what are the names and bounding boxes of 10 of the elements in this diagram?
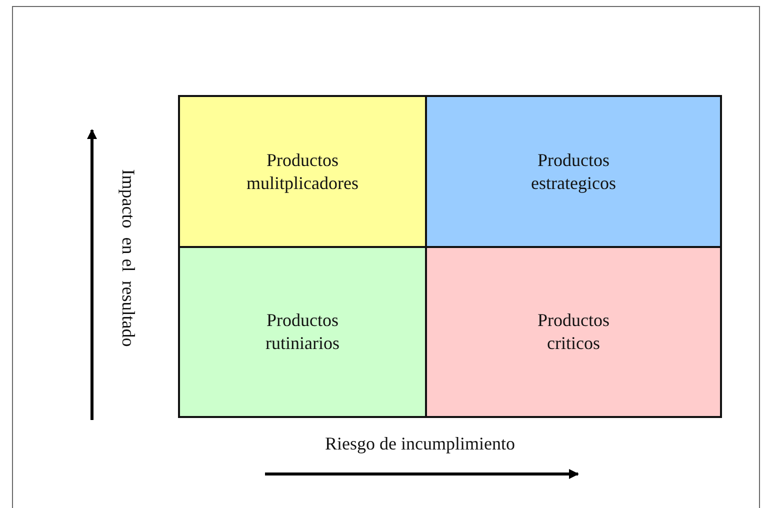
- matrix-quadrant: [178, 246, 427, 418]
- matrix-quadrant: [425, 95, 722, 248]
- axis-label: Riesgo de incumplimiento: [325, 434, 515, 454]
- quadrant-label: Productos estrategicos: [531, 148, 616, 194]
- quadrant-label: Productos criticos: [538, 309, 610, 355]
- matrix-quadrant: [425, 246, 722, 418]
- matrix-quadrant: [178, 95, 427, 248]
- axis-label: Impacto en el resultado: [118, 169, 138, 347]
- quadrant-label: Productos mulitplicadores: [246, 148, 358, 194]
- quadrant-label: Productos rutiniarios: [266, 309, 340, 355]
